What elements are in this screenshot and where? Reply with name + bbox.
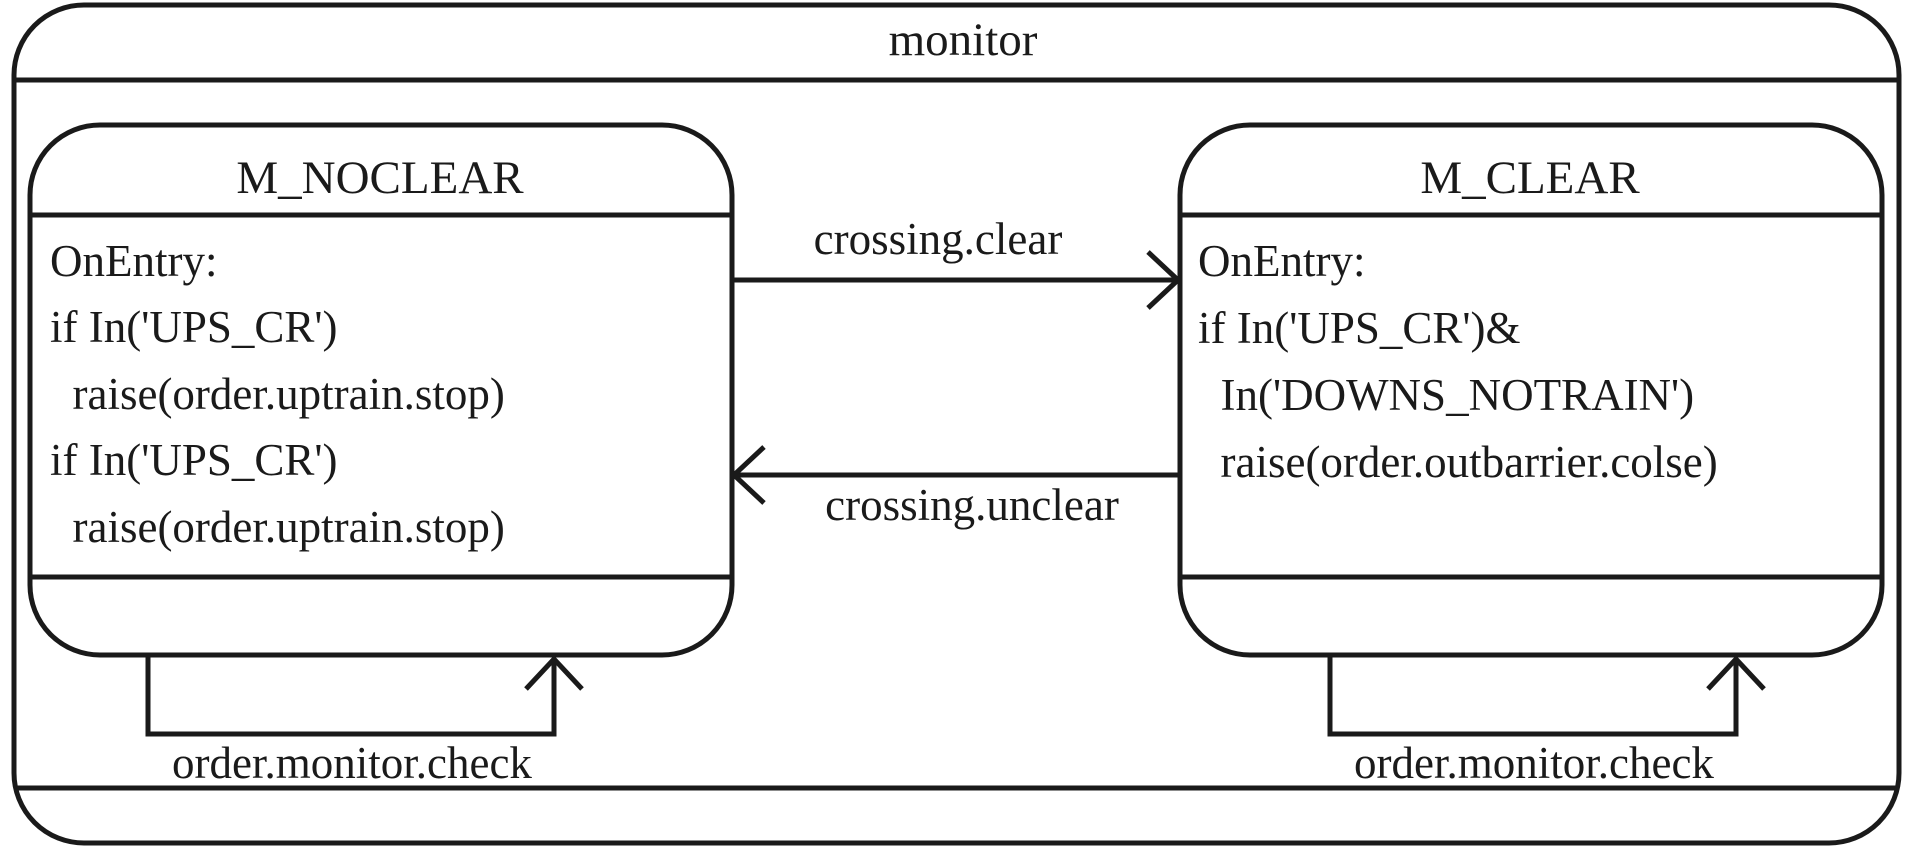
transition-crossing-unclear-arrowhead [730, 445, 766, 505]
state-m-noclear-entry-line: if In('UPS_CR') [50, 302, 338, 352]
monitor-frame [11, 2, 1902, 846]
monitor-container: monitor [11, 2, 1902, 846]
state-m-noclear-entry-line: OnEntry: [50, 236, 217, 286]
self-transition-m-clear-label: order.monitor.check [1354, 738, 1714, 788]
self-transition-m-noclear-arrowhead [524, 655, 584, 691]
transition-crossing-clear-arrowhead [1146, 250, 1182, 310]
self-transition-m-clear-line [1327, 655, 1739, 737]
monitor-title: monitor [889, 14, 1038, 66]
state-m-noclear-entry-line: if In('UPS_CR') [50, 435, 338, 485]
transition-crossing-unclear: crossing.unclear [730, 445, 1180, 530]
state-m-noclear: M_NOCLEAR OnEntry: if In('UPS_CR') raise… [27, 122, 735, 658]
state-m-noclear-frame [27, 122, 735, 658]
self-transition-m-clear-arrowhead [1706, 655, 1766, 691]
transition-crossing-clear-label: crossing.clear [814, 214, 1063, 264]
state-m-clear: M_CLEAR OnEntry: if In('UPS_CR')& In('DO… [1177, 122, 1885, 658]
state-m-clear-name: M_CLEAR [1420, 152, 1640, 204]
state-m-noclear-entry-line: raise(order.uptrain.stop) [50, 369, 505, 419]
state-m-clear-entry-line: if In('UPS_CR')& [1198, 303, 1521, 353]
self-transition-m-noclear-line [145, 655, 557, 737]
state-m-clear-entry-line: OnEntry: [1198, 236, 1365, 286]
state-m-noclear-entry-line: raise(order.uptrain.stop) [50, 502, 505, 552]
self-transition-m-noclear: order.monitor.check [145, 655, 584, 788]
state-m-clear-entry-line: raise(order.outbarrier.colse) [1198, 437, 1718, 487]
state-m-noclear-name: M_NOCLEAR [236, 152, 524, 204]
state-m-clear-frame [1177, 122, 1885, 658]
self-transition-m-clear: order.monitor.check [1327, 655, 1766, 788]
transition-crossing-unclear-label: crossing.unclear [825, 480, 1119, 530]
transition-crossing-clear: crossing.clear [732, 214, 1182, 310]
self-transition-m-noclear-label: order.monitor.check [172, 738, 532, 788]
state-m-clear-entry-line: In('DOWNS_NOTRAIN') [1198, 370, 1694, 420]
